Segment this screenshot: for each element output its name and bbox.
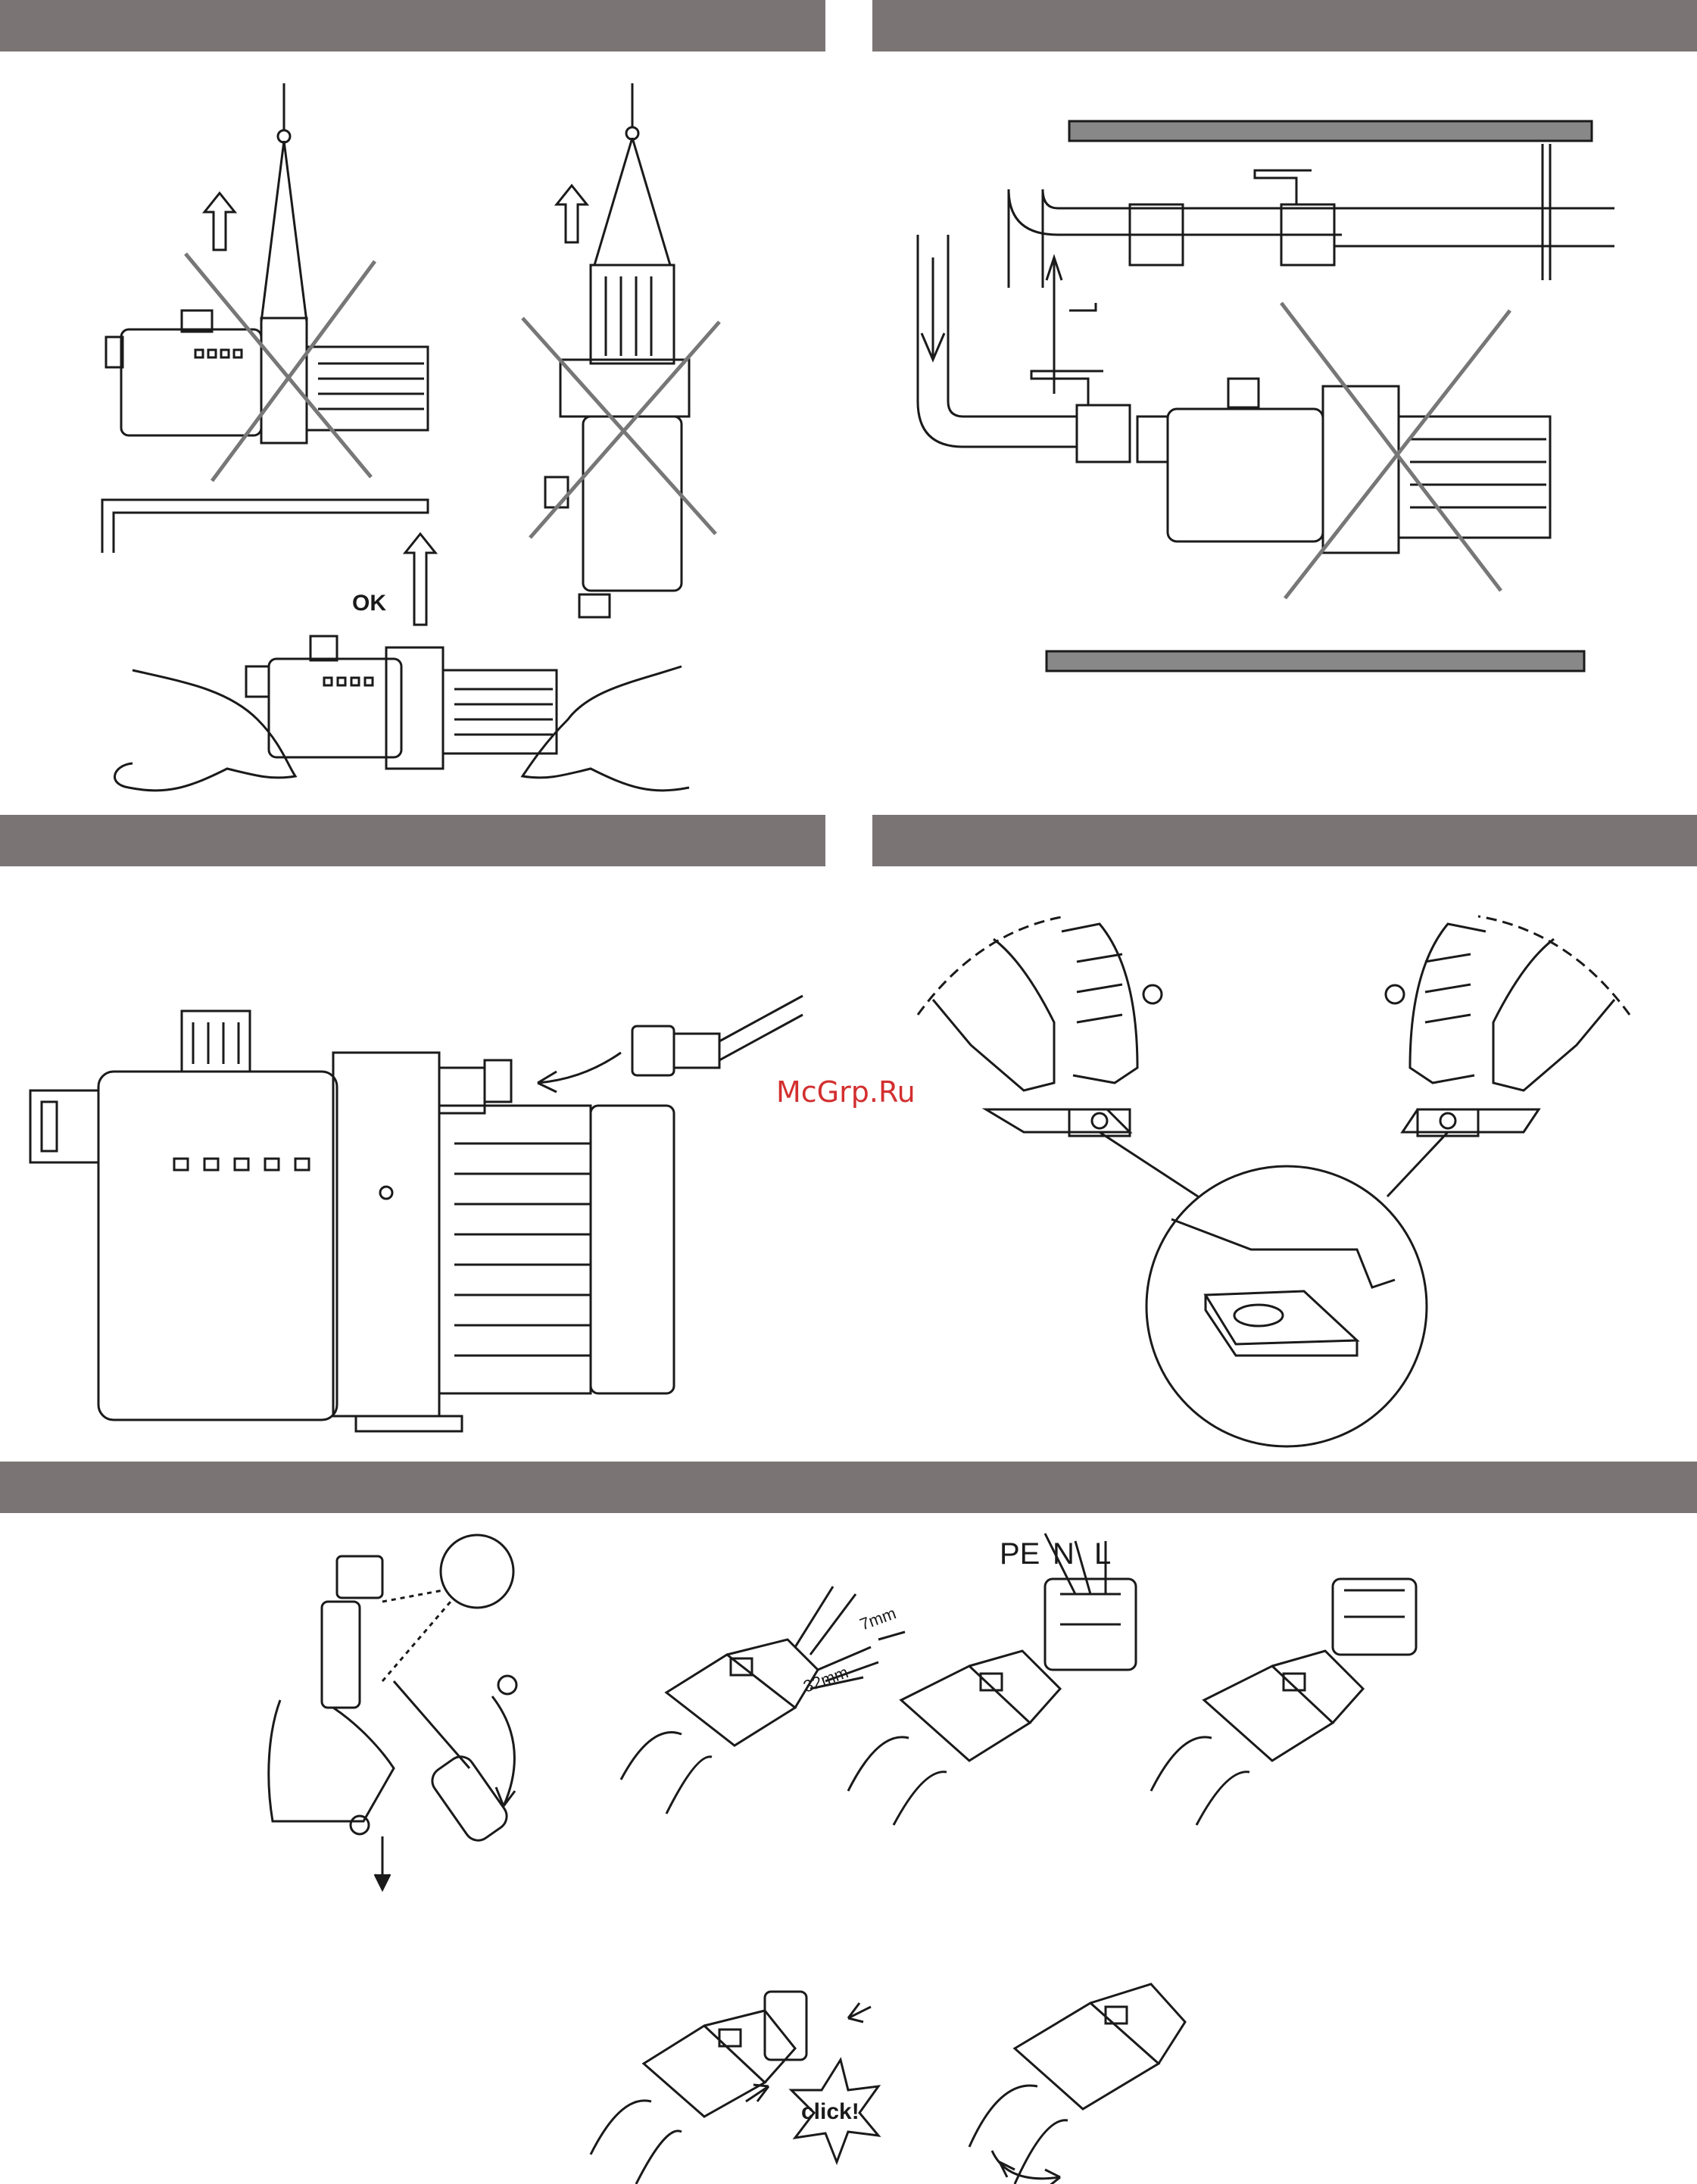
step-click-together	[591, 1992, 878, 2184]
plug-connector	[632, 996, 803, 1075]
ok-label: OK	[352, 591, 386, 616]
section-bar-mid-left	[0, 815, 825, 866]
label-l: L	[1094, 1537, 1111, 1571]
click-label: click!	[801, 2099, 859, 2125]
wiring-steps-illustration: PE N L 7mm 32mm click!	[0, 1518, 1697, 2184]
step-tighten-nut	[969, 1984, 1185, 2184]
ok-lift-hands	[114, 534, 689, 791]
mounting-illustration	[872, 871, 1697, 1458]
step-open-plug	[269, 1535, 516, 1889]
lifting-illustration: OK	[0, 61, 825, 810]
section-bar-bottom	[0, 1462, 1697, 1513]
section-bar-top-right	[872, 0, 1697, 51]
step-close-insert	[1151, 1579, 1416, 1825]
step-connect-wires	[848, 1533, 1136, 1825]
wrong-lift-vertical	[523, 83, 719, 617]
plug-connection-illustration	[0, 871, 825, 1458]
section-bar-mid-right	[872, 815, 1697, 866]
label-pe: PE	[1000, 1537, 1040, 1571]
section-bar-top-left	[0, 0, 825, 51]
wrong-lift-horizontal	[106, 83, 428, 481]
label-n: N	[1053, 1537, 1075, 1571]
piping-illustration	[872, 61, 1697, 810]
